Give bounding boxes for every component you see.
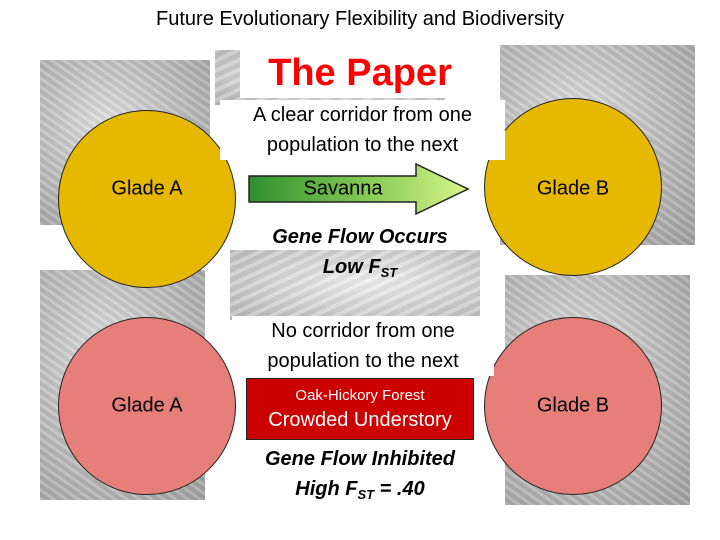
glade-b-label-bottom: Glade B [537, 395, 609, 418]
low-fst-text: Low FST [240, 252, 480, 288]
corridor-text-top-line2: population to the next [220, 130, 505, 160]
corridor-text-bottom-line1: No corridor from one [232, 316, 494, 346]
gene-flow-inhibited-text: Gene Flow Inhibited [240, 444, 480, 474]
corridor-text-bottom-line2: population to the next [232, 346, 494, 376]
gene-flow-result-top: Gene Flow Occurs Low FST [240, 222, 480, 288]
glade-b-label-top: Glade B [537, 178, 609, 201]
glade-a-label-top: Glade A [111, 178, 182, 201]
corridor-text-top: A clear corridor from one population to … [220, 100, 505, 160]
corridor-text-top-line1: A clear corridor from one [220, 100, 505, 130]
glade-a-label-bottom: Glade A [111, 395, 182, 418]
high-fst-text: High FST = .40 [240, 474, 480, 510]
crowded-understory-label: Crowded Understory [246, 409, 474, 432]
corridor-text-bottom: No corridor from one population to the n… [232, 316, 494, 376]
gene-flow-occurs-text: Gene Flow Occurs [240, 222, 480, 252]
oak-hickory-label: Oak-Hickory Forest [246, 387, 474, 404]
gene-flow-result-bottom: Gene Flow Inhibited High FST = .40 [240, 444, 480, 510]
slide-title: Future Evolutionary Flexibility and Biod… [0, 8, 720, 31]
savanna-label: Savanna [304, 178, 383, 201]
paper-title: The Paper [240, 48, 480, 98]
